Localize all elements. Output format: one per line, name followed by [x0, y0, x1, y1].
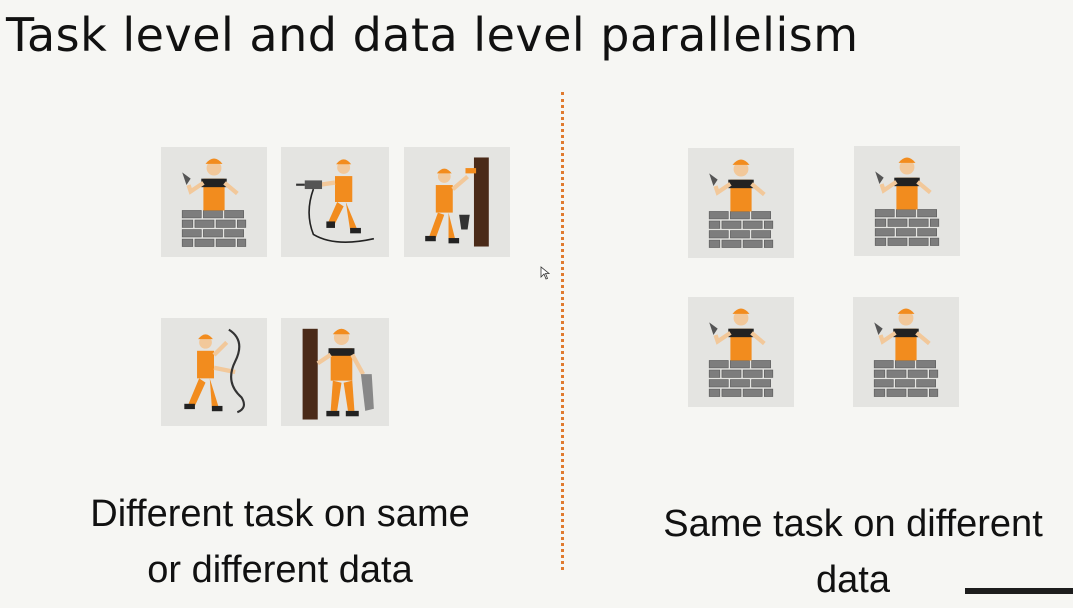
slide-title: Task level and data level parallelism [6, 8, 859, 62]
right-caption-line-1: Same task on different [663, 503, 1043, 545]
right-caption: Same task on different data [628, 496, 1073, 608]
left-caption-line-1: Different task on same [90, 493, 470, 535]
bricklayer-icon [688, 297, 794, 407]
divider-line [561, 92, 564, 570]
driller-icon [281, 147, 389, 257]
bricklayer-icon [161, 147, 267, 257]
left-caption-line-2: or different data [147, 549, 413, 591]
bricklayer-icon [688, 148, 794, 258]
left-caption: Different task on same or different data [40, 486, 520, 598]
video-overlay-corner [965, 588, 1073, 594]
mouse-cursor-icon [540, 266, 550, 280]
bricklayer-icon [854, 146, 960, 256]
carpenter-icon [281, 318, 389, 426]
electrician-icon [161, 318, 267, 426]
right-caption-line-2: data [816, 559, 890, 601]
painter-icon [404, 147, 510, 257]
bricklayer-icon [853, 297, 959, 407]
